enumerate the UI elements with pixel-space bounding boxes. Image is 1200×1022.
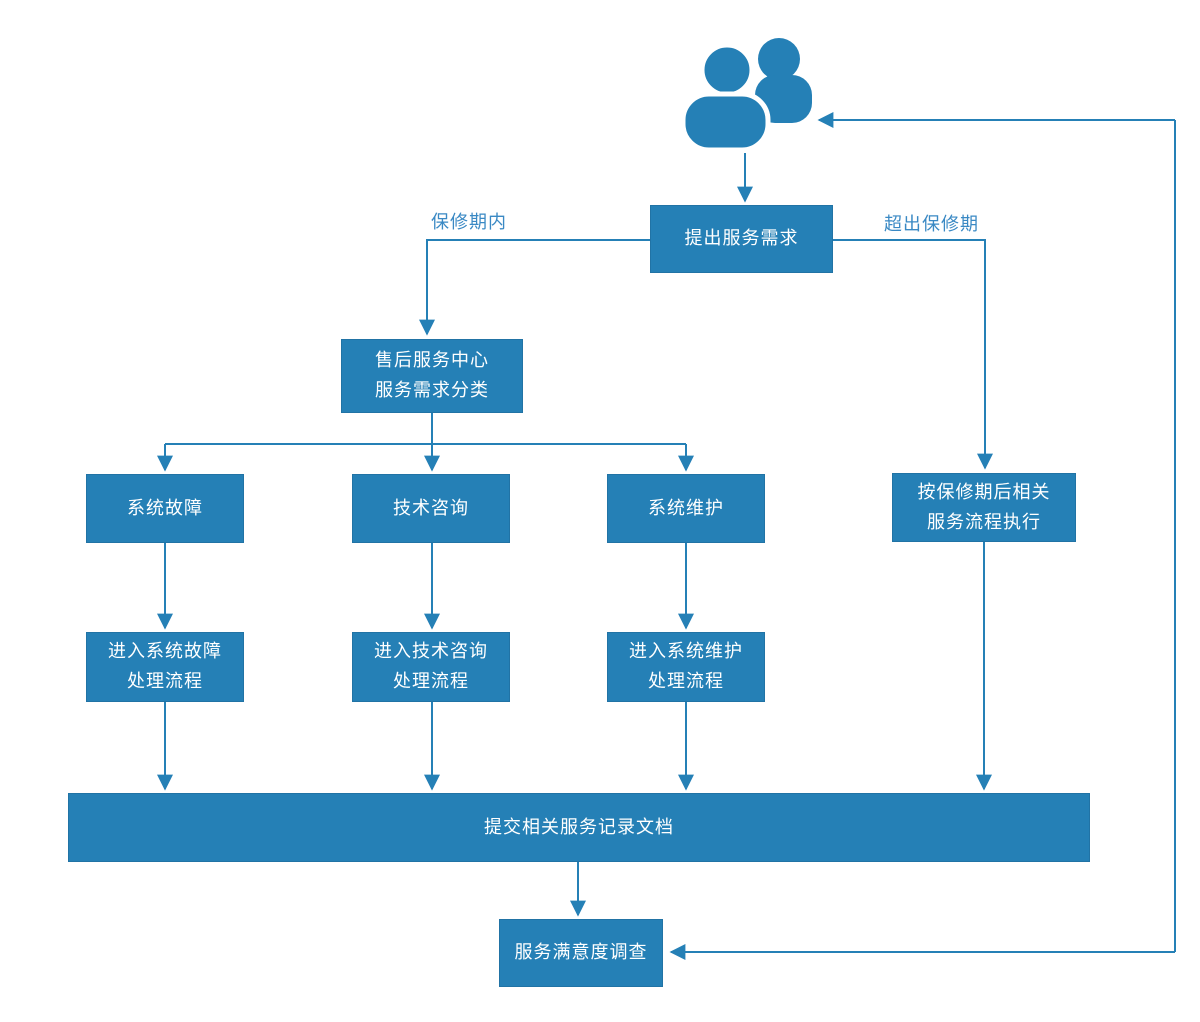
node-line: 进入系统故障	[108, 641, 222, 662]
edge-label-in-warranty: 保修期内	[431, 212, 507, 233]
node-service-center: 售后服务中心 服务需求分类	[341, 339, 523, 413]
node-line: 服务流程执行	[927, 511, 1041, 533]
node-line: 处理流程	[648, 671, 724, 692]
node-enter-fault-process: 进入系统故障 处理流程	[86, 632, 244, 702]
node-service-request: 提出服务需求	[650, 205, 833, 273]
node-line: 进入系统维护	[629, 641, 743, 662]
node-satisfaction-survey: 服务满意度调查	[499, 919, 663, 987]
node-system-fault: 系统故障	[86, 474, 244, 543]
node-line: 按保修期后相关	[917, 481, 1051, 503]
node-line: 处理流程	[127, 671, 203, 692]
node-system-maintain: 系统维护	[607, 474, 765, 543]
node-enter-maintain-process: 进入系统维护 处理流程	[607, 632, 765, 702]
edge-request-to-service-center	[419, 239, 650, 336]
edge-label-out-of-warranty: 超出保修期	[884, 214, 979, 235]
node-line: 售后服务中心	[375, 350, 489, 371]
node-enter-consult-process: 进入技术咨询 处理流程	[352, 632, 510, 702]
node-line: 服务需求分类	[375, 380, 489, 401]
node-tech-consult: 技术咨询	[352, 474, 510, 543]
edge-request-to-after-warranty	[833, 239, 993, 470]
node-line: 进入技术咨询	[374, 641, 488, 662]
customers-icon	[680, 36, 812, 156]
node-line: 处理流程	[393, 671, 469, 692]
node-after-warranty: 按保修期后相关 服务流程执行	[892, 473, 1076, 542]
node-submit-record: 提交相关服务记录文档	[68, 793, 1090, 862]
